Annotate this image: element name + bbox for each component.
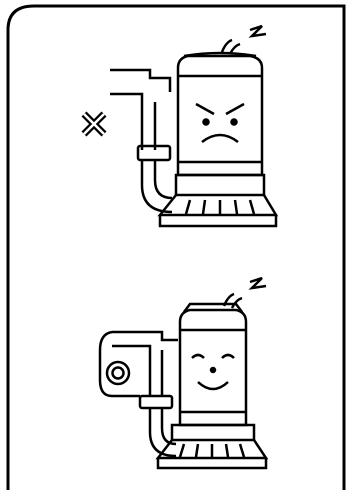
panel-incorrect (81, 24, 279, 228)
discharge-pipe-correct (98, 330, 178, 458)
noise-spark-icon (220, 24, 267, 55)
x-cross-icon (81, 111, 107, 137)
angry-face-icon (195, 102, 245, 144)
panel-correct (98, 276, 269, 470)
smiling-face-icon (191, 353, 235, 391)
noise-spark-icon (222, 276, 267, 309)
pump-body-correct (155, 302, 269, 470)
pump-body-incorrect (157, 51, 279, 228)
double-circle-icon (105, 360, 131, 386)
discharge-pipe-incorrect (110, 68, 173, 214)
frame-border (6, 4, 346, 490)
